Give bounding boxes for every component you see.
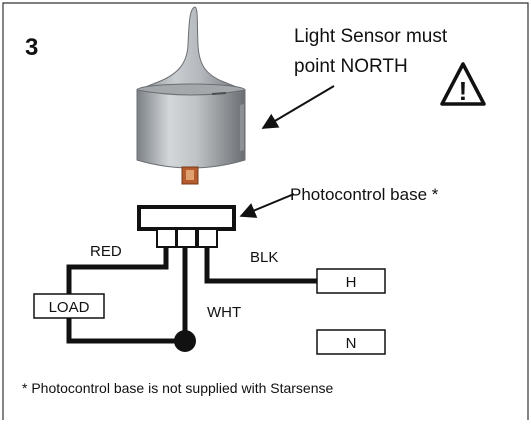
light-sensor: [136, 6, 246, 185]
load-terminal-label: LOAD: [49, 299, 90, 316]
warning-exclamation: !: [459, 76, 468, 106]
wire-label-black: BLK: [250, 249, 278, 266]
sensor-arrow: [261, 85, 335, 129]
neutral-terminal-label: N: [346, 335, 357, 352]
wire-label-red: RED: [90, 243, 122, 260]
hot-terminal-box: [316, 268, 386, 294]
sensor-note-line1: Light Sensor must: [294, 26, 448, 47]
warning-triangle-icon: !: [440, 62, 486, 106]
base-terminal-right: [197, 228, 218, 248]
step-number: 3: [25, 34, 38, 61]
sensor-note-line2: point NORTH: [294, 56, 408, 77]
base-arrow: [239, 193, 295, 218]
wire-label-white: WHT: [207, 304, 241, 321]
neutral-terminal-box: [316, 329, 386, 355]
wire-load-return: [66, 318, 185, 344]
base-label: Photocontrol base *: [290, 185, 439, 204]
wire-black: [204, 247, 317, 284]
base-terminal-middle: [176, 228, 197, 248]
base-terminal-left: [156, 228, 177, 248]
frame-border: [2, 2, 529, 420]
hot-terminal-label: H: [346, 274, 357, 291]
wire-red: [66, 247, 169, 294]
wire-junction: [174, 330, 196, 352]
footnote: * Photocontrol base is not supplied with…: [22, 380, 334, 396]
load-terminal-box: [33, 293, 105, 319]
photocontrol-base: [137, 205, 236, 231]
